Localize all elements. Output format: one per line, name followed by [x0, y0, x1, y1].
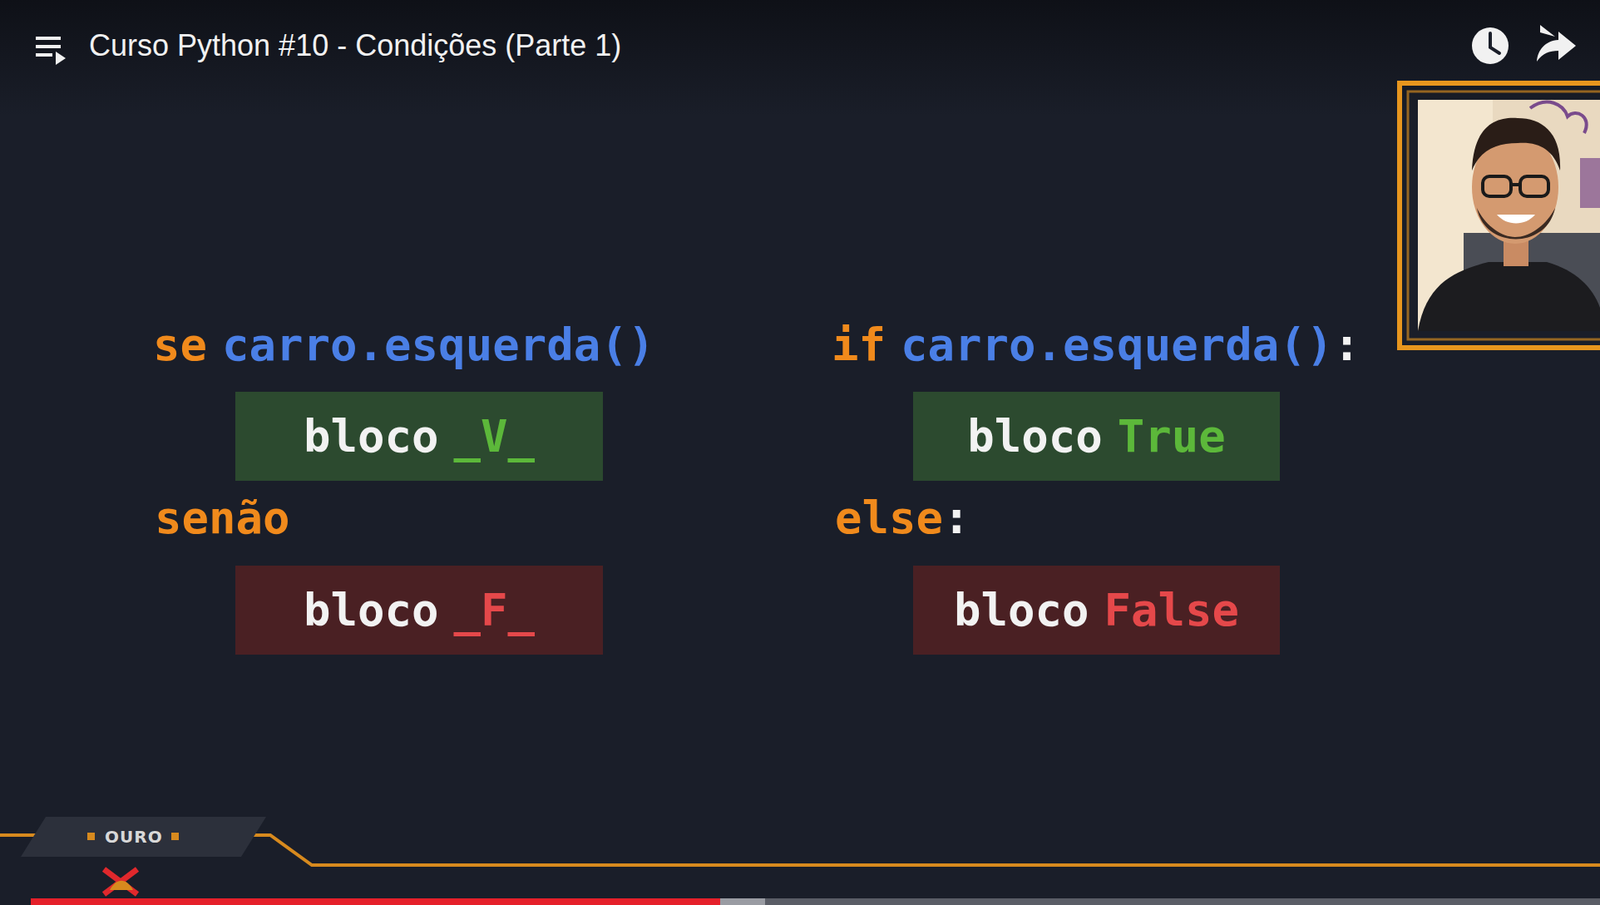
code-block-box: bloco False	[913, 565, 1280, 655]
code-token: :	[1333, 322, 1361, 368]
code-token: senão	[154, 495, 291, 541]
code-token: :	[943, 495, 971, 541]
share-arrow	[1536, 31, 1576, 62]
title-shade	[0, 0, 1600, 117]
block-word: bloco	[967, 414, 1103, 460]
code-token: carro.esquerda()	[222, 322, 655, 368]
progress-played	[30, 898, 721, 905]
code-block-box: bloco _V_	[235, 391, 603, 481]
code-token: se	[153, 322, 208, 368]
block-value: _V_	[454, 414, 536, 460]
share-icon	[1540, 24, 1556, 37]
webcam-overlay	[1399, 83, 1600, 348]
code-token: carro.esquerda()	[900, 322, 1334, 368]
block-word: bloco	[953, 587, 1090, 633]
code-token: else	[834, 495, 944, 541]
block-value: _F_	[454, 587, 536, 633]
rank-bar	[0, 816, 1600, 894]
progress-buffer	[720, 898, 766, 905]
code-line: senão	[154, 495, 291, 541]
code-block-box: bloco True	[913, 391, 1280, 481]
code-block-box: bloco _F_	[235, 565, 603, 655]
progress-track	[30, 898, 1600, 905]
code-line: se carro.esquerda()	[153, 322, 655, 368]
code-token: if	[831, 322, 886, 368]
code-line: if carro.esquerda():	[831, 322, 1361, 368]
rank-badge-text: OURO	[104, 826, 163, 847]
playlist-icon	[35, 36, 66, 65]
code-line: else:	[834, 495, 971, 541]
block-value: True	[1117, 414, 1226, 460]
block-word: bloco	[303, 414, 440, 460]
block-word: bloco	[303, 587, 440, 633]
block-value: False	[1104, 587, 1240, 633]
watch-later-icon	[1471, 27, 1509, 65]
video-title: Curso Python #10 - Condições (Parte 1)	[88, 28, 622, 64]
